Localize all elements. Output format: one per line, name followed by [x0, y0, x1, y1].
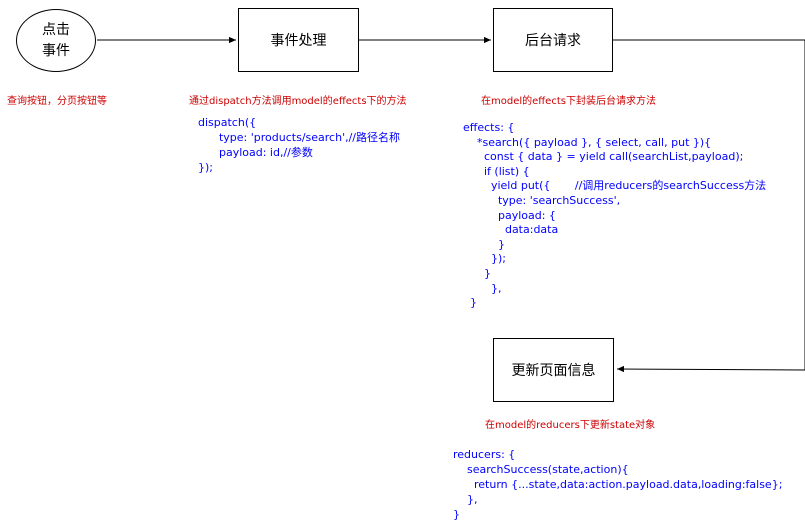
click-event-node: 点击 事件 — [16, 9, 96, 72]
code-line: }, — [463, 281, 502, 295]
code-line: }, — [453, 493, 478, 506]
code-line: if (list) { — [463, 164, 530, 178]
code-line: } — [463, 296, 477, 310]
code-line: const { data } = yield call(searchList,p… — [463, 150, 744, 164]
effects-note: 在model的effects下封装后台请求方法 — [481, 96, 656, 107]
arrow-request-to-update — [613, 39, 805, 373]
reducers-note: 在model的reducers下更新state对象 — [485, 420, 656, 431]
backend-request-node: 后台请求 — [493, 8, 613, 72]
code-line: dispatch({ — [198, 116, 257, 129]
code-line: }); — [463, 252, 506, 266]
update-page-node: 更新页面信息 — [493, 338, 614, 402]
reducers-code-block: reducers: { searchSuccess(state,action){… — [453, 447, 782, 522]
code-line: payload: { — [463, 208, 556, 222]
code-line: } — [453, 508, 460, 521]
code-line: payload: id,//参数 — [198, 146, 313, 159]
code-line: *search({ payload }, { select, call, put… — [463, 135, 712, 149]
code-line: effects: { — [463, 121, 515, 134]
code-line: searchSuccess(state,action){ — [453, 463, 629, 476]
code-line: }); — [198, 161, 213, 174]
code-line: } — [463, 237, 505, 251]
code-line: } — [463, 266, 491, 280]
query-buttons-note: 查询按钮，分页按钮等 — [7, 96, 107, 107]
event-handling-node: 事件处理 — [238, 8, 359, 72]
code-line: type: 'searchSuccess', — [463, 193, 621, 207]
code-line: yield put({ //调用reducers的searchSuccess方法 — [463, 179, 767, 193]
code-line: return {...state,data:action.payload.dat… — [453, 478, 783, 491]
code-line: data:data — [463, 223, 559, 237]
dispatch-code-block: dispatch({ type: 'products/search',//路径名… — [198, 115, 400, 175]
effects-code-block: effects: { *search({ payload }, { select… — [463, 121, 766, 311]
code-line: reducers: { — [453, 448, 516, 461]
code-line: type: 'products/search',//路径名称 — [198, 131, 400, 144]
dispatch-note: 通过dispatch方法调用model的effects下的方法 — [189, 96, 407, 107]
